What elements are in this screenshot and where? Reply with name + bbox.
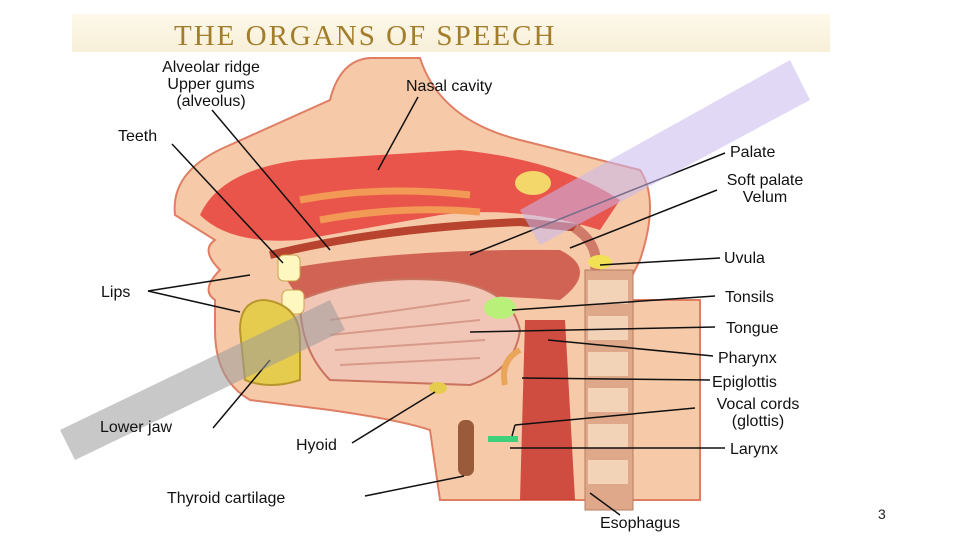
label-tonsils: Tonsils xyxy=(725,289,774,306)
turbinate-2 xyxy=(319,206,481,224)
label-glottis: (glottis) xyxy=(731,413,785,430)
title-banner: THE ORGANS OF SPEECH xyxy=(72,14,830,52)
page-number: 3 xyxy=(878,506,886,522)
label-thyroid-cartilage: Thyroid cartilage xyxy=(167,490,286,507)
label-upper-gums: Upper gums xyxy=(167,76,255,93)
tongue-muscle-lines xyxy=(329,299,486,366)
label-hyoid: Hyoid xyxy=(296,437,337,454)
label-esophagus: Esophagus xyxy=(600,515,681,532)
label-tongue: Tongue xyxy=(726,320,779,337)
spine xyxy=(584,269,634,511)
label-epiglottis: Epiglottis xyxy=(712,374,777,391)
label-uvula: Uvula xyxy=(724,250,765,267)
label-palate: Palate xyxy=(730,144,776,161)
watermark-graphic xyxy=(60,60,810,460)
hard-palate xyxy=(269,217,581,259)
label-teeth: Teeth xyxy=(118,128,158,145)
label-lips: Lips xyxy=(101,284,131,301)
hyoid-bone xyxy=(429,382,447,394)
epiglottis xyxy=(501,347,522,386)
label-vocal-cords: Vocal cords xyxy=(716,396,800,413)
label-velum: Velum xyxy=(742,189,788,206)
label-lower-jaw: Lower jaw xyxy=(100,419,173,436)
label-larynx: Larynx xyxy=(730,441,779,458)
label-alveolar-ridge: Alveolar ridge xyxy=(162,59,260,76)
slide-title: THE ORGANS OF SPEECH xyxy=(174,20,557,52)
label-nasal-cavity: Nasal cavity xyxy=(406,78,493,95)
turbinate-1 xyxy=(299,187,471,204)
sinus xyxy=(515,171,551,195)
label-alveolus: (alveolus) xyxy=(176,93,246,110)
uvula xyxy=(588,255,612,269)
label-pharynx: Pharynx xyxy=(718,350,777,367)
vocal-cords xyxy=(488,436,518,442)
nasal-cavity xyxy=(200,150,620,241)
label-soft-palate: Soft palate xyxy=(726,172,804,189)
pharynx xyxy=(520,320,575,500)
thyroid-cartilage xyxy=(458,420,474,476)
tonsils xyxy=(484,297,516,319)
upper-teeth xyxy=(277,254,301,282)
